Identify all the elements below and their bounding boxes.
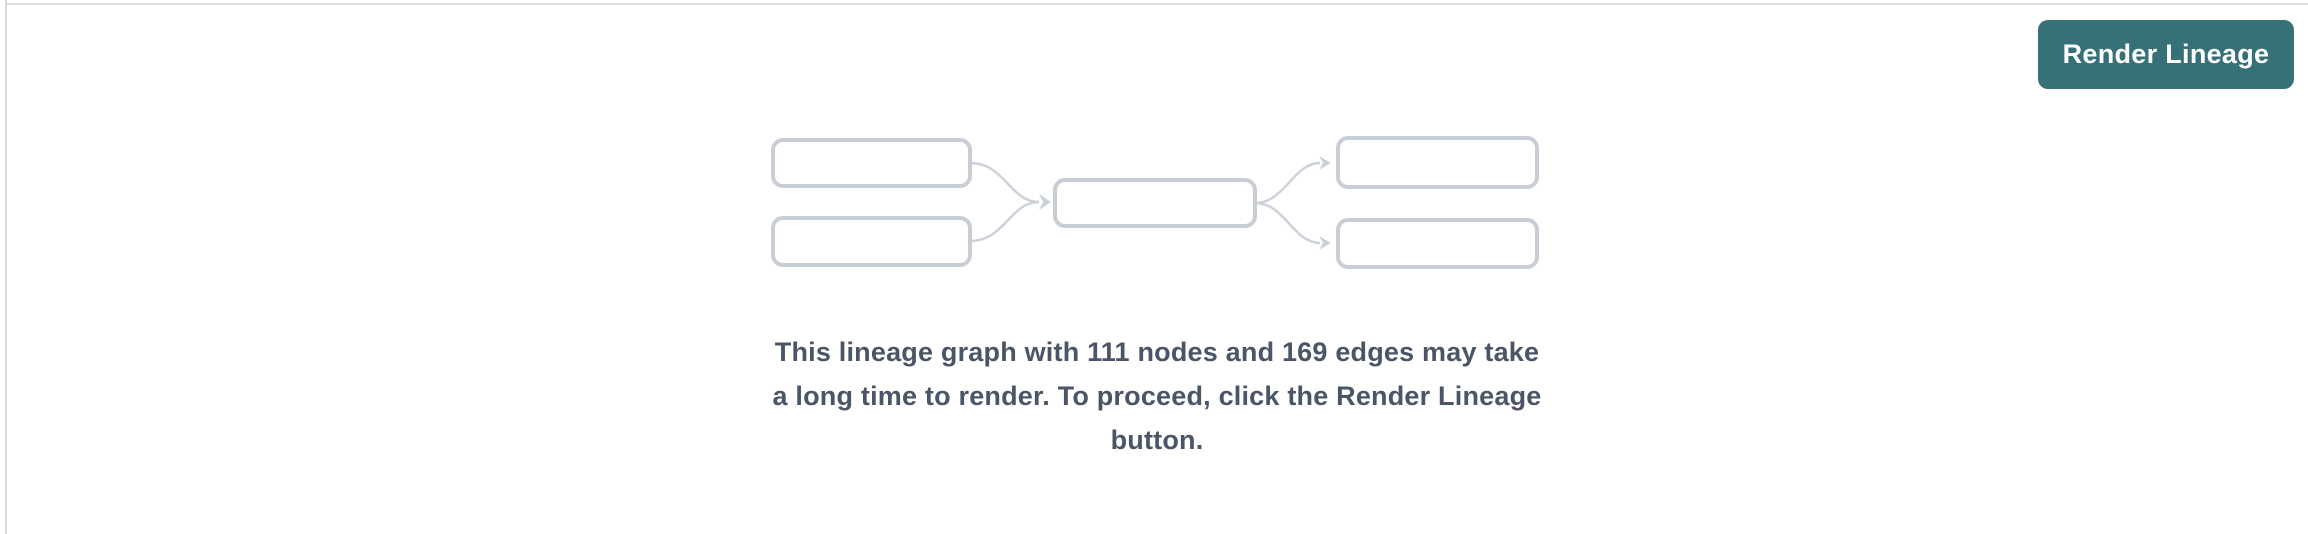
edge-left-top-to-middle [969, 161, 1040, 204]
edge-left-bottom-to-middle [969, 200, 1040, 243]
panel-left-divider [5, 0, 7, 534]
arrowhead-middle-icon [1039, 194, 1051, 210]
node-box-left-bottom [771, 216, 972, 267]
render-warning-line-2: a long time to render. To proceed, click… [772, 381, 1542, 411]
render-warning-line-1: This lineage graph with 111 nodes and 16… [774, 337, 1540, 367]
panel-top-border [7, 3, 2308, 5]
lineage-placeholder-graphic [771, 136, 1539, 269]
render-warning-line-3: button. [1110, 425, 1204, 455]
edge-middle-to-right-bottom [1254, 201, 1321, 245]
node-box-left-top [771, 138, 972, 188]
node-box-right-bottom [1336, 218, 1539, 269]
render-warning-message: This lineage graph with 111 nodes and 16… [747, 330, 1567, 462]
edge-middle-to-right-top [1254, 161, 1321, 205]
node-box-middle [1053, 178, 1257, 228]
node-box-right-top [1336, 136, 1539, 189]
arrowhead-right-bottom-icon [1319, 236, 1331, 250]
arrowhead-right-top-icon [1319, 156, 1331, 170]
lineage-graph-illustration [765, 130, 1545, 275]
render-lineage-button[interactable]: Render Lineage [2038, 20, 2294, 89]
